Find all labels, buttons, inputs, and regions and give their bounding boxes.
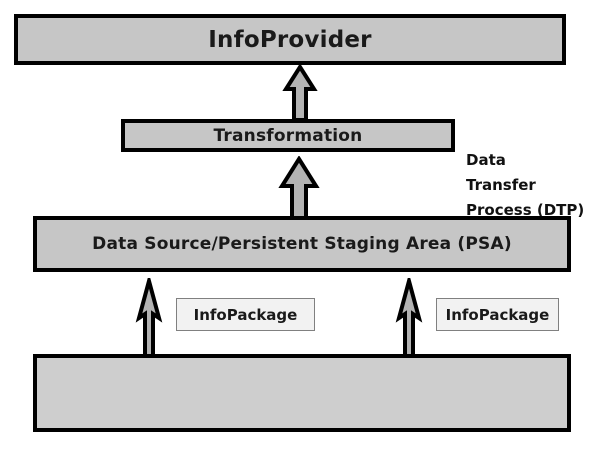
- infopackage-left-label: InfoPackage: [193, 305, 298, 324]
- arrow-transformation-to-infoprovider-icon: [282, 64, 318, 122]
- dtp-line-1: Data: [466, 151, 506, 169]
- arrow-source-right-to-psa-icon: [395, 278, 423, 358]
- arrow-psa-to-transformation-icon: [278, 156, 320, 220]
- node-psa[interactable]: Data Source/Persistent Staging Area (PSA…: [33, 216, 571, 272]
- transformation-label: Transformation: [213, 125, 363, 146]
- infoprovider-label: InfoProvider: [208, 26, 372, 53]
- node-infopackage-left[interactable]: InfoPackage: [176, 298, 315, 331]
- dtp-annotation: Data Transfer Process (DTP): [466, 148, 596, 223]
- infopackage-right-label: InfoPackage: [445, 305, 550, 324]
- dtp-line-2: Transfer: [466, 176, 536, 194]
- node-source[interactable]: Non - SAP SAP Netweaver BI SAP Source: [33, 354, 571, 432]
- node-transformation[interactable]: Transformation: [121, 119, 455, 152]
- arrow-source-left-to-psa-icon: [135, 278, 163, 358]
- psa-label: Data Source/Persistent Staging Area (PSA…: [92, 234, 512, 254]
- dtp-line-3: Process (DTP): [466, 201, 585, 219]
- node-infoprovider[interactable]: InfoProvider: [14, 14, 566, 65]
- node-infopackage-right[interactable]: InfoPackage: [436, 298, 559, 331]
